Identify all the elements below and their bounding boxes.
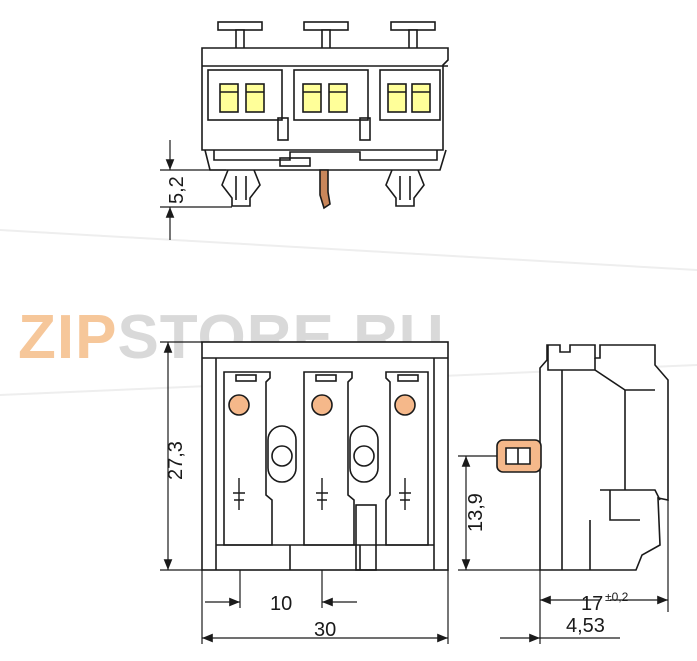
solder-pin [319,169,331,210]
cross-symbols [233,478,411,510]
clamp-cavities [207,69,441,121]
side-view [496,344,669,571]
label-4-53: 4,53 [566,615,605,637]
label-17-tolerance: ±0,2 [605,590,629,604]
dim-pitch [205,570,357,608]
contact-dot-1 [228,394,250,416]
snap-feet [221,169,425,207]
dim-side-height [458,455,540,571]
label-13-9: 13,9 [465,493,487,532]
label-10: 10 [270,593,292,615]
label-30: 30 [314,619,336,641]
dim-top-height [160,140,232,240]
label-27-3: 27,3 [165,441,187,480]
dim-front-height [160,341,202,571]
label-17: 17 [581,593,603,615]
label-5-2: 5,2 [166,176,188,204]
front-view [201,341,449,571]
top-view [201,21,449,210]
contact-dot-3 [394,394,416,416]
dim-overall-width [201,570,449,644]
contact-dot-2 [311,394,333,416]
dim-side-depth [500,500,669,644]
release-openings [267,425,379,483]
watermark-zip: ZIP [18,303,117,372]
